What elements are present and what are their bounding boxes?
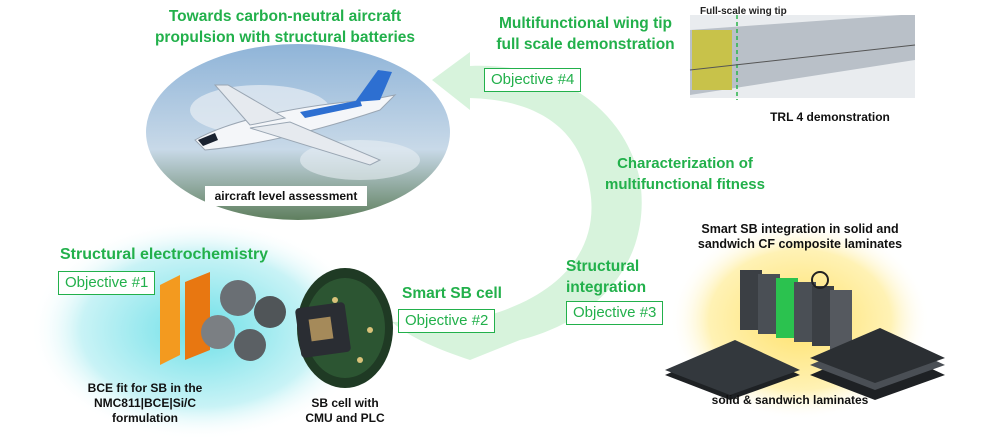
integration-title-line1: Structural bbox=[566, 258, 640, 275]
integration-title-line2: integration bbox=[566, 279, 647, 296]
cycle-arrow bbox=[392, 52, 642, 360]
laminates-caption: solid & sandwich laminates bbox=[711, 393, 869, 407]
aircraft-image bbox=[146, 44, 450, 220]
electrochemistry-caption-line2: NMC811|BCE|Si/C bbox=[93, 396, 197, 410]
integration-title: Structural integration bbox=[566, 256, 646, 298]
characterization-label: Characterization of multifunctional fitn… bbox=[575, 153, 795, 195]
electrochemistry-caption-line3: formulation bbox=[112, 411, 178, 425]
aircraft-caption: aircraft level assessment bbox=[214, 189, 358, 203]
wingtip-title-line1: Multifunctional wing tip bbox=[498, 15, 673, 32]
aircraft-title: Towards carbon-neutral aircraft propulsi… bbox=[120, 6, 450, 48]
wingtip-label: Full-scale wing tip bbox=[700, 6, 787, 17]
objective-2-badge: Objective #2 bbox=[398, 309, 496, 333]
electrochemistry-caption-line1: BCE fit for SB in the bbox=[87, 381, 203, 395]
sb-cell-image bbox=[295, 268, 393, 388]
laminates-image bbox=[665, 220, 945, 420]
integration-top-caption: Smart SB integration in solid and sandwi… bbox=[680, 222, 920, 252]
electrochemistry-caption: BCE fit for SB in the NMC811|BCE|Si/C fo… bbox=[60, 381, 230, 426]
wingtip-title-line2: full scale demonstration bbox=[496, 36, 675, 53]
aircraft-title-line1: Towards carbon-neutral aircraft bbox=[168, 8, 402, 25]
sb-cell-caption-line2: CMU and PLC bbox=[305, 411, 385, 425]
characterization-line1: Characterization of bbox=[617, 155, 753, 172]
wingtip-caption: TRL 4 demonstration bbox=[770, 110, 890, 124]
characterization-line2: multifunctional fitness bbox=[604, 176, 765, 193]
smart-sb-cell-title: Smart SB cell bbox=[402, 285, 502, 302]
integration-top-caption-line1: Smart SB integration in solid and bbox=[701, 222, 899, 236]
sb-cell-caption-line1: SB cell with bbox=[311, 396, 379, 410]
electrochemistry-title: Structural electrochemistry bbox=[60, 246, 269, 263]
wing-tip-image bbox=[689, 8, 916, 100]
objective-4-badge: Objective #4 bbox=[484, 68, 582, 92]
integration-top-caption-line2: sandwich CF composite laminates bbox=[697, 237, 903, 251]
objective-1-badge: Objective #1 bbox=[58, 271, 156, 295]
sb-cell-caption: SB cell with CMU and PLC bbox=[295, 396, 395, 426]
objective-3-badge: Objective #3 bbox=[566, 301, 664, 325]
wingtip-title: Multifunctional wing tip full scale demo… bbox=[483, 13, 688, 55]
aircraft-title-line2: propulsion with structural batteries bbox=[154, 29, 416, 46]
